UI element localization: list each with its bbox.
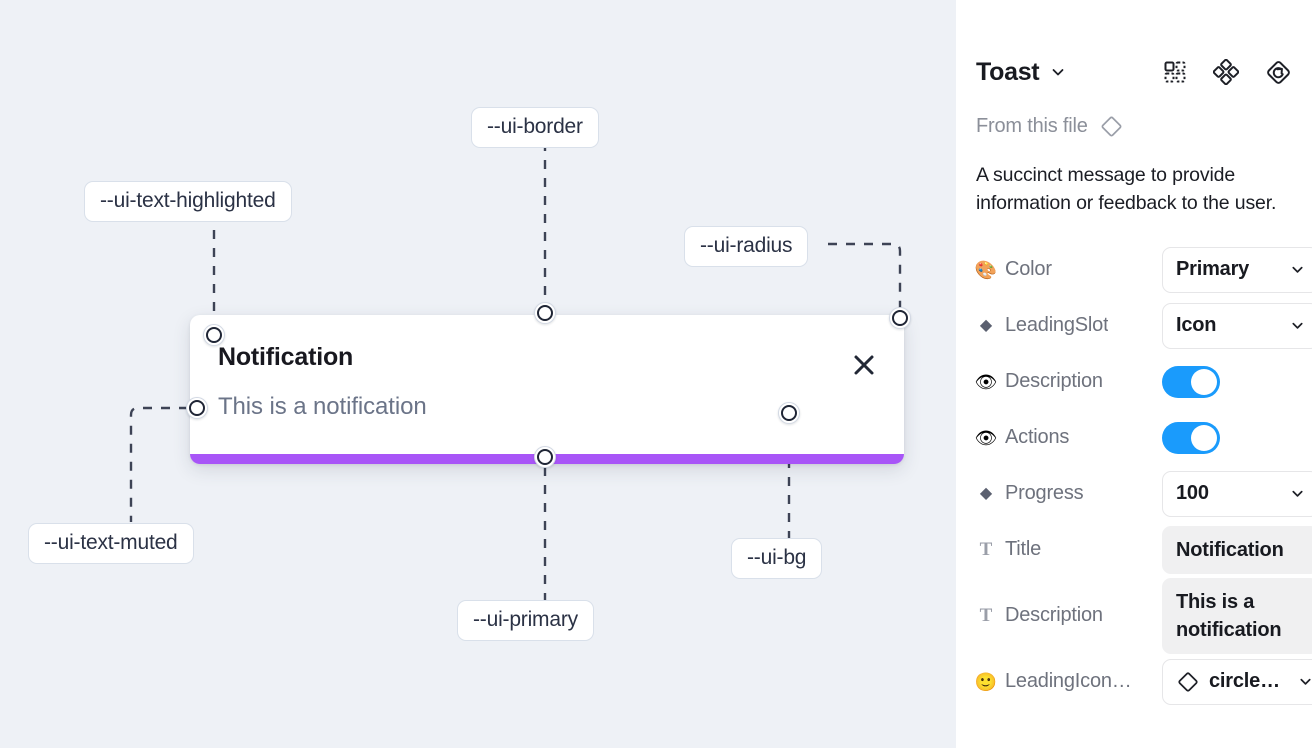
eye-icon: 👁 [974,427,998,448]
panel-header-actions [1163,59,1292,86]
properties-panel: Toast [956,0,1312,748]
property-label-title: T Title [976,538,1162,561]
anchor-handle-border[interactable] [534,302,556,324]
property-row-description-toggle: 👁 Description [974,354,1292,410]
property-row-color: 🎨 Color Primary [974,242,1312,298]
palette-icon: 🎨 [974,259,998,280]
anchor-handle-radius[interactable] [889,307,911,329]
description-input[interactable]: This is a notification [1162,577,1312,654]
anchor-handle-bg[interactable] [778,402,800,424]
anchor-handle-text-highlighted[interactable] [203,324,225,346]
close-icon[interactable] [850,351,878,379]
property-label-progress: ◆ Progress [976,482,1162,505]
emoji-icon: 🙂 [974,671,998,692]
leadingicon-select[interactable]: circle… [1162,658,1312,705]
property-row-title: T Title Notification [976,522,1312,578]
annotation-pill-radius[interactable]: --ui-radius [684,226,809,268]
annotation-pill-border[interactable]: --ui-border [471,107,599,149]
color-select[interactable]: Primary [1162,246,1312,293]
connector-lines [129,142,902,600]
progress-select[interactable]: 100 [1162,470,1312,517]
annotation-pill-bg[interactable]: --ui-bg [731,538,823,580]
toast-description: This is a notification [218,393,427,420]
property-label-actions-toggle: 👁 Actions [974,426,1070,449]
description-toggle[interactable] [1162,365,1220,398]
property-label-description-toggle: 👁 Description [974,370,1103,393]
chevron-down-icon [1290,318,1305,333]
diamond-icon [1099,114,1124,139]
property-label-description-text: T Description [976,604,1162,627]
anchor-handle-text-muted[interactable] [186,397,208,419]
toggle-knob [1191,424,1217,451]
property-row-leadingslot: ◆ LeadingSlot Icon [976,298,1312,354]
property-row-actions-toggle: 👁 Actions [974,410,1292,466]
component-description: A succinct message to provide informatio… [976,164,1277,215]
annotation-pill-primary[interactable]: --ui-primary [457,600,594,642]
from-this-file-row[interactable]: From this file [976,114,1292,139]
reset-instance-icon[interactable] [1265,59,1292,86]
property-row-leadingicon: 🙂 LeadingIcon… circle… [974,654,1312,710]
from-this-file-label: From this file [976,115,1088,137]
property-list: 🎨 Color Primary ◆ LeadingSlot [974,242,1312,710]
text-icon: T [979,539,993,561]
chevron-down-icon [1290,262,1305,277]
anchor-handle-primary[interactable] [534,446,556,468]
chevron-down-icon [1290,486,1305,501]
variants-icon[interactable] [1213,59,1239,85]
chevron-down-icon [1298,674,1312,689]
toast-title: Notification [218,343,354,371]
property-label-leadingslot: ◆ LeadingSlot [976,314,1162,337]
property-row-progress: ◆ Progress 100 [976,466,1312,522]
diamond-icon: ◆ [979,484,993,502]
chevron-down-icon[interactable] [1050,64,1066,80]
title-input[interactable]: Notification [1162,525,1312,574]
toast-component-preview[interactable]: Notification This is a notification [190,315,904,464]
component-name[interactable]: Toast [976,57,1040,86]
annotation-pill-text-muted[interactable]: --ui-text-muted [28,523,194,565]
text-icon: T [979,605,993,627]
design-canvas[interactable]: Notification This is a notification --ui… [0,0,956,748]
diamond-icon: ◆ [979,316,993,334]
property-row-description-text: T Description This is a notification [976,577,1312,654]
annotation-pill-text-highlighted[interactable]: --ui-text-highlighted [84,181,292,223]
panel-header: Toast [976,46,1292,98]
toggle-knob [1191,368,1217,395]
component-set-icon[interactable] [1163,60,1187,84]
property-label-leadingicon: 🙂 LeadingIcon… [974,670,1132,693]
eye-icon: 👁 [974,371,998,392]
actions-toggle[interactable] [1162,421,1220,454]
diamond-icon [1176,670,1200,694]
property-label-color: 🎨 Color [974,258,1052,281]
leadingslot-select[interactable]: Icon [1162,302,1312,349]
